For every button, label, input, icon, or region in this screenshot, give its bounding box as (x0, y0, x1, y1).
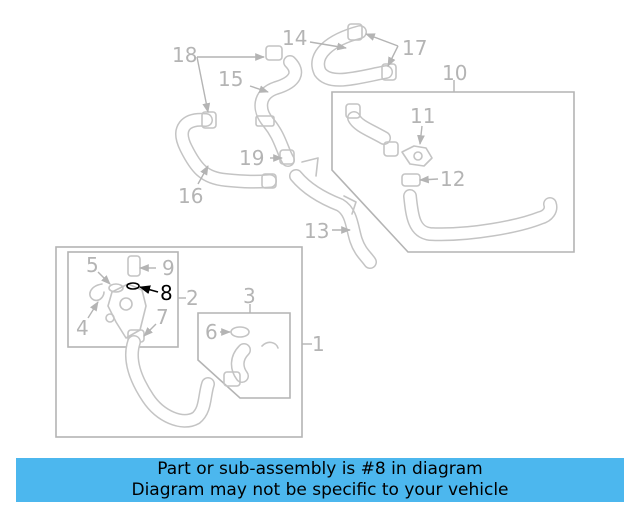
sensor-9 (127, 255, 141, 277)
box-1 (55, 246, 303, 438)
callout-labels: 1 2 3 4 5 6 7 8 9 10 11 12 13 14 15 16 1… (76, 26, 467, 356)
pipe-13 (289, 157, 377, 269)
elbow-3 (223, 341, 279, 387)
callout-3: 3 (243, 284, 256, 308)
banner-line-disclaimer: Diagram may not be specific to your vehi… (131, 480, 509, 500)
callout-11: 11 (410, 104, 435, 128)
callout-7: 7 (156, 305, 169, 329)
connector-11 (401, 145, 433, 167)
callout-6: 6 (205, 320, 218, 344)
callout-12: 12 (440, 167, 465, 191)
leader-lines (87, 33, 455, 345)
box-2 (67, 251, 179, 348)
callout-19: 19 (239, 146, 264, 170)
hose-4 (89, 283, 105, 302)
callout-10: 10 (442, 61, 467, 85)
callout-17: 17 (402, 36, 427, 60)
oring-6 (230, 326, 250, 338)
parts-diagram: 1 2 3 4 5 6 7 8 9 10 11 12 13 14 15 16 1… (55, 23, 575, 438)
info-banner: Part or sub-assembly is #8 in diagram Di… (16, 458, 624, 502)
callout-8: 8 (160, 281, 173, 305)
callout-5: 5 (86, 253, 99, 277)
callout-9: 9 (162, 256, 175, 280)
callout-14: 14 (282, 26, 307, 50)
oring-5 (108, 283, 124, 293)
hose-14 (311, 25, 393, 87)
callout-16: 16 (178, 184, 203, 208)
callout-4: 4 (76, 316, 89, 340)
banner-line-part: Part or sub-assembly is #8 in diagram (157, 459, 483, 479)
callout-2: 2 (186, 286, 199, 310)
hose-15 (254, 45, 303, 167)
box-10 (331, 91, 575, 253)
callout-15: 15 (218, 67, 243, 91)
callout-1: 1 (312, 332, 325, 356)
hose-1 (124, 335, 215, 428)
callout-18: 18 (172, 43, 197, 67)
box-3 (197, 312, 291, 399)
hose-10 (345, 103, 558, 242)
callout-13: 13 (304, 219, 329, 243)
clamp-12 (401, 173, 421, 187)
